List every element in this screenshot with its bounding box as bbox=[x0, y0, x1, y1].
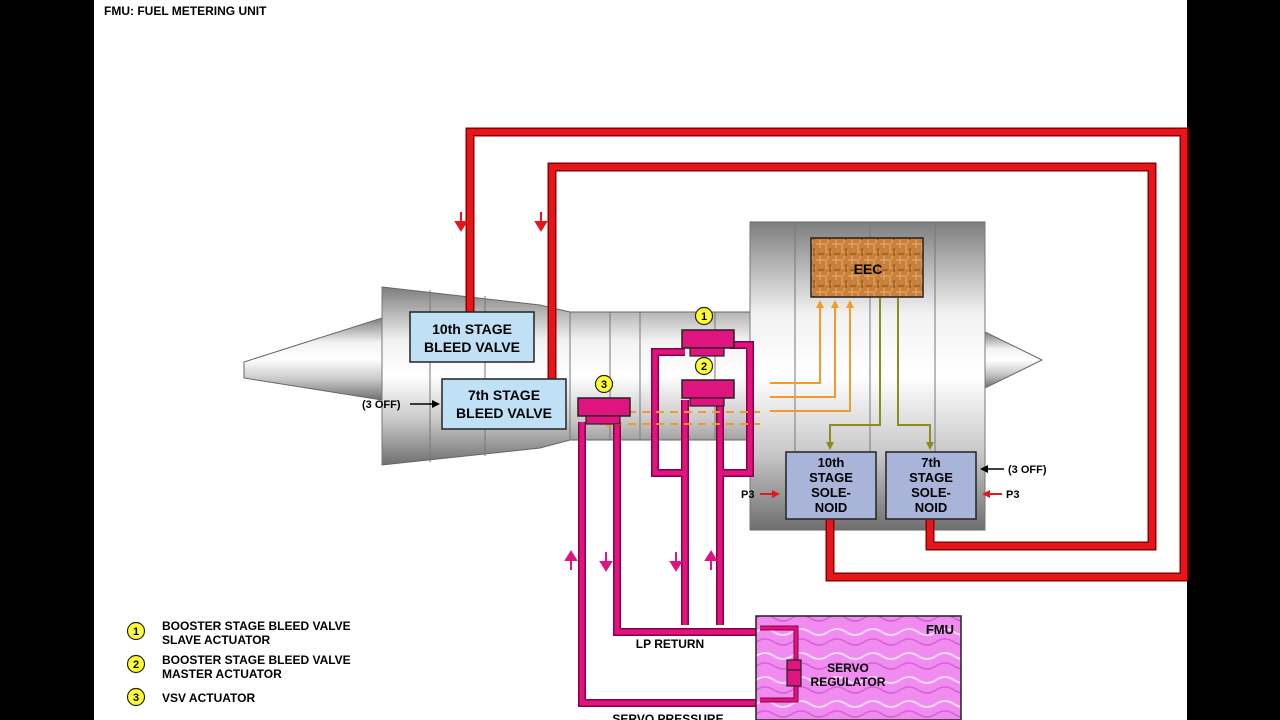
actuator-marker-1-number: 1 bbox=[701, 311, 707, 323]
actuator-marker-2: 2 bbox=[694, 356, 714, 376]
solenoid-10th-line-3: SOLE- bbox=[811, 485, 851, 500]
legend-item-3: 3 VSV ACTUATOR bbox=[126, 687, 255, 707]
legend-item-2: 2 BOOSTER STAGE BLEED VALVE MASTER ACTUA… bbox=[126, 653, 351, 681]
off-arrow-right bbox=[980, 465, 1004, 473]
eec-signal-lines bbox=[600, 298, 931, 445]
legend: 1 BOOSTER STAGE BLEED VALVE SLAVE ACTUAT… bbox=[126, 619, 351, 707]
legend-item-1-line-2: SLAVE ACTUATOR bbox=[162, 633, 271, 647]
servo-regulator-line-1: SERVO bbox=[827, 661, 869, 675]
fmu-unit: FMU SERVO REGULATOR bbox=[755, 615, 962, 720]
off-label-right: (3 OFF) bbox=[1008, 464, 1047, 476]
eec-unit: EEC bbox=[810, 237, 924, 298]
fmu-label: FMU bbox=[926, 622, 954, 637]
servo-pressure-label: SERVO PRESSURE bbox=[612, 712, 723, 720]
solenoid-7th-line-1: 7th bbox=[921, 455, 941, 470]
pressure-lines bbox=[465, 127, 1189, 582]
bleed-valve-10th-line-1: 10th STAGE bbox=[432, 321, 512, 337]
actuator-marker-3: 3 bbox=[594, 374, 614, 394]
bleed-valve-10th: 10th STAGE BLEED VALVE bbox=[409, 311, 535, 363]
eec-label: EEC bbox=[854, 261, 883, 277]
p3-label-left: P3 bbox=[741, 489, 754, 501]
actuator-slave bbox=[681, 329, 735, 357]
solenoid-7th-line-2: STAGE bbox=[909, 470, 953, 485]
solenoid-7th-line-3: SOLE- bbox=[911, 485, 951, 500]
actuator-vsv bbox=[577, 397, 631, 425]
legend-item-1-number: 1 bbox=[133, 626, 139, 638]
legend-item-3-line-1: VSV ACTUATOR bbox=[162, 691, 255, 705]
p3-arrow-left bbox=[760, 490, 780, 498]
solenoid-10th-line-2: STAGE bbox=[809, 470, 853, 485]
pressure-flow-arrows bbox=[454, 212, 548, 232]
solenoid-7th-line-4: NOID bbox=[915, 500, 948, 515]
bleed-valve-7th: 7th STAGE BLEED VALVE bbox=[441, 378, 567, 430]
p3-arrow-right bbox=[982, 490, 1002, 498]
servo-flow-arrows bbox=[564, 550, 718, 572]
legend-item-1-line-1: BOOSTER STAGE BLEED VALVE bbox=[162, 619, 351, 633]
legend-item-3-number: 3 bbox=[133, 692, 139, 704]
servo-regulator-line-2: REGULATOR bbox=[811, 675, 886, 689]
page-title: FMU: FUEL METERING UNIT bbox=[104, 4, 267, 18]
solenoid-10th-line-4: NOID bbox=[815, 500, 848, 515]
bleed-valve-7th-line-1: 7th STAGE bbox=[468, 387, 540, 403]
lp-return-label: LP RETURN bbox=[636, 637, 704, 651]
solenoid-10th: 10th STAGE SOLE- NOID bbox=[785, 451, 877, 520]
actuator-marker-2-number: 2 bbox=[701, 361, 707, 373]
legend-item-2-number: 2 bbox=[133, 659, 139, 671]
solenoid-7th: 7th STAGE SOLE- NOID bbox=[885, 451, 977, 520]
legend-item-2-line-1: BOOSTER STAGE BLEED VALVE bbox=[162, 653, 351, 667]
actuator-marker-1: 1 bbox=[694, 306, 714, 326]
off-arrow-left bbox=[410, 400, 440, 408]
actuator-marker-3-number: 3 bbox=[601, 379, 607, 391]
p3-label-right: P3 bbox=[1006, 489, 1019, 501]
solenoid-10th-line-1: 10th bbox=[818, 455, 845, 470]
servo-lines bbox=[578, 341, 760, 707]
bleed-valve-7th-line-2: BLEED VALVE bbox=[456, 405, 552, 421]
legend-item-2-line-2: MASTER ACTUATOR bbox=[162, 667, 282, 681]
bleed-valve-10th-line-2: BLEED VALVE bbox=[424, 339, 520, 355]
off-label-left: (3 OFF) bbox=[362, 399, 401, 411]
actuator-master bbox=[681, 379, 735, 407]
legend-item-1: 1 BOOSTER STAGE BLEED VALVE SLAVE ACTUAT… bbox=[126, 619, 351, 647]
